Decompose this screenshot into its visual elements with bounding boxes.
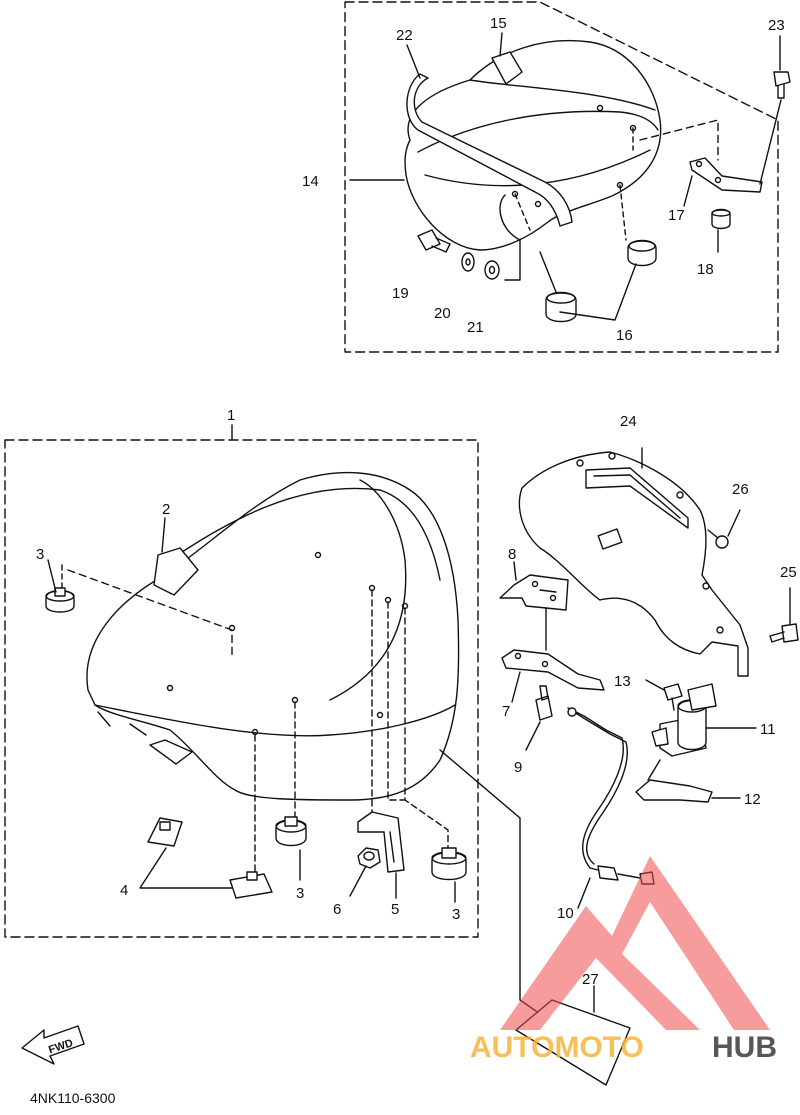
- damper-16-b: [545, 291, 577, 323]
- callout-1: 1: [227, 407, 235, 424]
- callout-23: 23: [768, 17, 785, 34]
- washer-21: [484, 260, 500, 280]
- callout-7: 7: [502, 703, 510, 720]
- screw-13: [663, 683, 683, 711]
- damper-16-a: [627, 239, 657, 267]
- bolt-19: [417, 229, 451, 253]
- callout-24: 24: [620, 413, 637, 430]
- callout-13: 13: [614, 673, 631, 690]
- cover-24: [518, 451, 749, 677]
- damper-3-b: [275, 816, 307, 847]
- callout-25: 25: [780, 564, 797, 581]
- callout-6: 6: [333, 901, 341, 918]
- callout-26: 26: [732, 481, 749, 498]
- callout-9: 9: [514, 759, 522, 776]
- plate-4-b: [229, 871, 273, 899]
- cable-10: [567, 707, 655, 885]
- seat-tag-15: [491, 51, 523, 85]
- callout-15: 15: [490, 15, 507, 32]
- main-seat-body: [86, 471, 460, 801]
- callout-20: 20: [434, 305, 451, 322]
- seat-lock-group: [439, 447, 799, 1086]
- damper-3-a: [45, 587, 75, 613]
- nut-6: [357, 847, 381, 869]
- callout-12: 12: [744, 791, 761, 808]
- bracket-5: [357, 811, 405, 873]
- callout-18: 18: [697, 261, 714, 278]
- washer-20: [461, 252, 475, 272]
- watermark-logo-icon: [500, 856, 770, 1030]
- callout-5: 5: [391, 901, 399, 918]
- callout-22: 22: [396, 27, 413, 44]
- bracket-17: [689, 157, 763, 193]
- main-seat-group: [4, 424, 479, 938]
- rear-seat-group-border: [344, 1, 779, 353]
- callout-3-a: 3: [36, 546, 44, 563]
- bracket-7: [501, 649, 605, 691]
- callout-14: 14: [302, 173, 319, 190]
- grab-bar: [406, 73, 573, 227]
- callout-3-c: 3: [452, 906, 460, 923]
- callout-16: 16: [616, 327, 633, 344]
- callouts: 1 2 3 3 3 4 5 6 7 8 9 10 11 12 13 14 15 …: [36, 15, 797, 988]
- seat-underside-tab: [149, 739, 193, 765]
- fwd-arrow-icon: FWD: [21, 1025, 85, 1065]
- callout-11: 11: [760, 721, 776, 738]
- screw-26: [707, 529, 729, 549]
- bracket-12: [635, 759, 713, 803]
- callout-3-b: 3: [296, 885, 304, 902]
- bolt-23: [773, 71, 791, 99]
- bolt-25: [769, 623, 799, 643]
- watermark: AUTOMOTO HUB: [470, 856, 777, 1064]
- callout-19: 19: [392, 285, 409, 302]
- bracket-8: [499, 574, 569, 611]
- callout-17: 17: [668, 207, 685, 224]
- plate-4-a: [147, 817, 183, 847]
- callout-21: 21: [467, 319, 484, 336]
- watermark-text-2: HUB: [712, 1031, 777, 1064]
- callout-8: 8: [508, 546, 516, 563]
- seat-tag-2: [153, 547, 199, 596]
- drawing-code: 4NK110-6300: [30, 1090, 116, 1106]
- main-seat-group-border: [4, 439, 479, 938]
- watermark-text-1: AUTOMOTO: [470, 1031, 644, 1064]
- callout-27: 27: [582, 971, 599, 988]
- callout-10: 10: [557, 905, 574, 922]
- bolt-9: [535, 685, 553, 721]
- damper-3-c: [431, 847, 467, 881]
- rear-seat-group: [344, 1, 791, 353]
- rear-seat-body: [404, 39, 662, 251]
- damper-18: [711, 208, 731, 230]
- seat-lock-11: [651, 683, 717, 757]
- callout-4: 4: [120, 882, 128, 899]
- callout-2: 2: [162, 501, 170, 518]
